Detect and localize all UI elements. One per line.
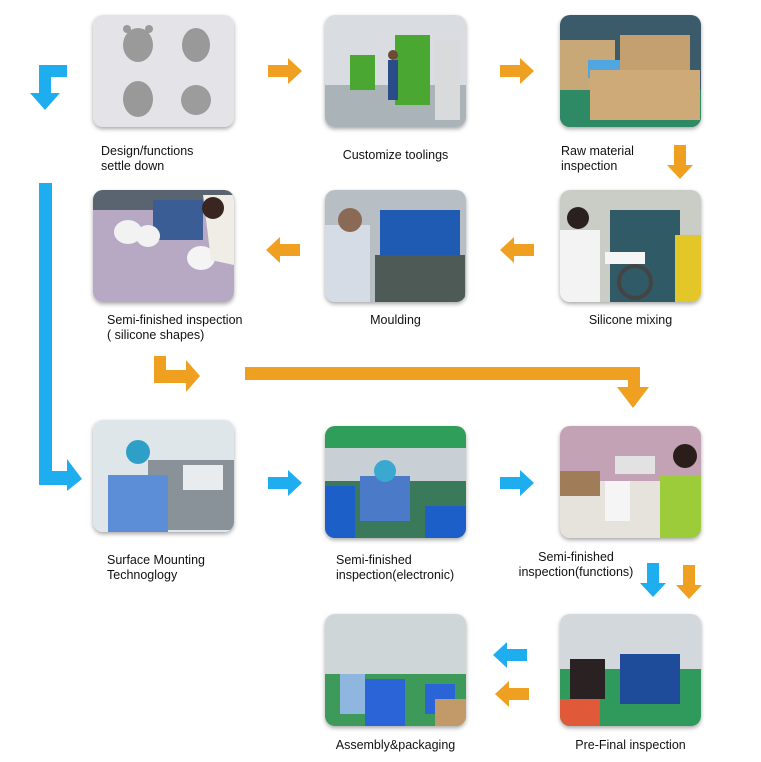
arrow-left-icon [500,237,534,263]
label-semi-electronic: Semi-finished inspection(electronic) [336,553,455,582]
arrow-moulding-to-semi [266,237,300,263]
photo-smt [93,420,234,532]
label-raw: Raw material inspection [561,144,634,173]
label-pre-final: Pre-Final inspection [575,738,686,752]
arrow-down-icon [640,563,666,597]
arrow-tooling-to-raw [500,58,534,84]
arrow-long-down-icon [245,367,649,408]
photo-raw [560,15,701,127]
arrow-right-icon [500,470,534,496]
arrow-down-icon [667,145,693,179]
arrow-blue-line-to-smt [39,183,83,491]
photo-tooling [325,15,466,127]
arrow-down-icon [676,565,702,599]
label-moulding: Moulding [370,313,421,327]
arrow-raw-to-mixing [667,145,693,179]
arrow-mixing-to-moulding [500,237,534,263]
label-semi-functions: Semi-finished inspection(functions) [518,550,634,579]
arrow-functions-down-blue [640,563,666,597]
arrow-start-down-left-icon [30,65,67,110]
arrow-prefinal-to-assembly-blue [493,641,527,669]
label-smt: Surface Mounting Technoglogy [107,553,205,582]
arrow-right-icon [268,58,302,84]
arrow-elbow-right-icon [154,356,200,392]
arrow-prefinal-to-assembly-orange [495,681,529,707]
photo-design [93,15,234,127]
arrow-left-icon [266,237,300,263]
label-semi-silicone: Semi-finished inspection ( silicone shap… [107,313,243,342]
photo-pre-final [560,614,701,726]
photo-semi-silicone [93,190,234,302]
arrow-design-to-tooling [268,58,302,84]
arrow-semi-elbow-right [154,356,202,392]
label-design: Design/functions settle down [101,144,194,173]
photo-semi-electronic [325,426,466,538]
photo-silicone-mixing [560,190,701,302]
arrow-electronic-to-functions [500,470,534,496]
arrow-functions-down-orange [676,565,702,599]
arrow-down-right-icon [39,183,82,491]
arrow-start-down-left [30,65,70,111]
arrow-right-icon [268,470,302,496]
photo-moulding [325,190,466,302]
photo-semi-functions [560,426,701,538]
arrow-left-icon [493,641,527,669]
arrow-left-icon [495,681,529,707]
photo-assembly [325,614,466,726]
label-tooling: Customize toolings [342,148,449,162]
arrow-right-icon [500,58,534,84]
label-silicone-mixing: Silicone mixing [588,313,673,327]
arrow-semi-to-functions [245,367,649,409]
label-assembly: Assembly&packaging [335,738,456,752]
arrow-smt-to-electronic [268,470,302,496]
